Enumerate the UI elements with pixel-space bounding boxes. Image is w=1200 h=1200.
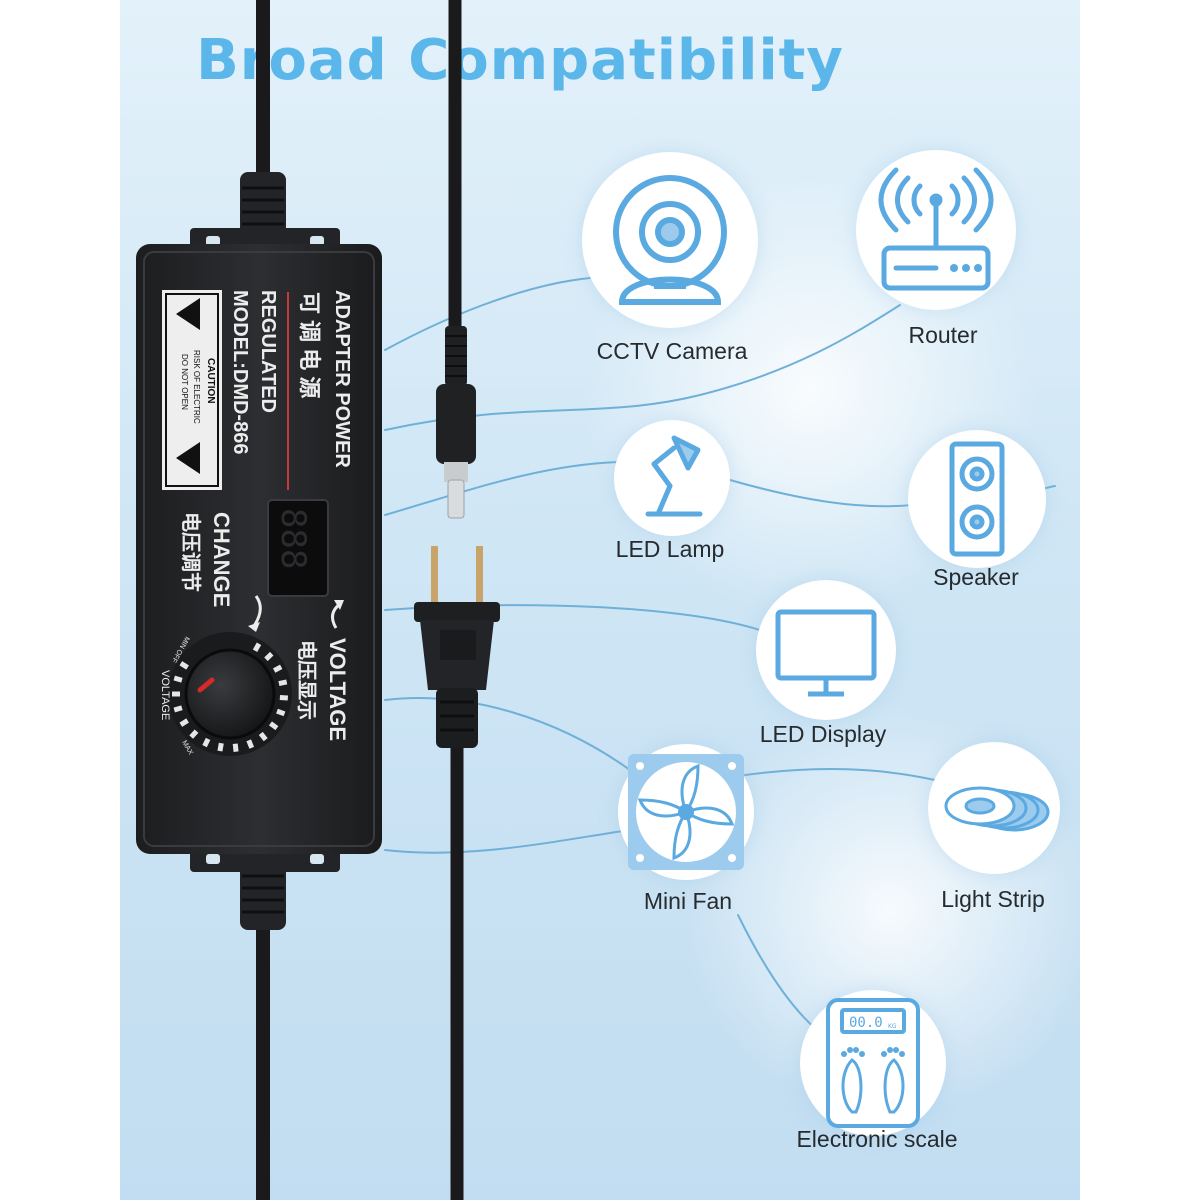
dial-tick [278,679,288,687]
connector-line [729,479,913,508]
voltage-display-cn-text: 电压显示 [295,640,318,720]
led-readout-window [267,499,329,597]
dial-tick [202,737,211,748]
adjustable-power-cn-text: 可 调 电 源 [297,292,322,398]
dial-ticks [172,642,289,752]
speaker-circle [908,430,1046,568]
change-text: CHANGE [209,512,234,607]
cctv-camera-circle [582,152,758,328]
router-circle [856,150,1016,310]
fan-icon [628,754,744,870]
arrow-icon [252,595,262,627]
device-label: Router [908,322,978,348]
dial-tick [264,651,274,662]
model-text: MODEL:DMD-866 [229,290,251,454]
device-label: Electronic scale [796,1126,958,1152]
dc-barrel-plug [436,326,476,519]
speaker-icon [949,441,1005,557]
dial-tick [179,718,189,727]
led-lamp-circle [614,420,730,536]
desk-lamp-icon [645,435,703,517]
device-label: LED Display [759,721,887,747]
monitor-icon [775,609,877,697]
knob-indicator [197,677,215,693]
dial-tick [279,694,289,701]
connector-line [384,697,631,771]
light-strip-circle [928,742,1060,874]
knob-voltage-label: VOLTAGE [159,670,171,720]
scale-unit: KG [888,1023,897,1030]
regulated-text: REGULATED [257,290,279,413]
adapter-power-text: ADAPTER POWER [331,290,353,468]
led-readout-digits: 888 [273,508,313,569]
dial-tick [246,739,255,749]
dial-tick [217,742,224,752]
dial-tick [252,642,262,652]
change-cn-text: 电压调节 [179,512,203,592]
dial-tick [173,675,183,683]
scale-icon: 00.0 KG [826,998,920,1128]
router-icon [878,167,994,291]
electronic-scale-circle: 00.0 KG [800,990,946,1136]
voltage-knob[interactable] [184,648,276,740]
connector-line [384,461,619,516]
dial-tick [232,743,239,752]
dial-tick [276,708,286,717]
device-label: Speaker [933,564,1019,590]
device-label: CCTV Camera [596,338,748,364]
led-display-circle [756,580,896,720]
do-not-open-text: DO NOT OPEN [180,354,189,410]
page-title: Broad Compatibility [196,28,844,93]
connector-line [384,304,901,431]
dial-tick [272,664,283,673]
device-label: LED Lamp [615,536,725,562]
light-strip-icon [944,786,1050,832]
device-label: Mini Fan [643,888,733,914]
dial-tick [258,731,268,742]
dial-tick [173,705,183,713]
connector-line [384,277,591,351]
cctv-camera-icon [613,175,727,305]
scale-readout: 00.0 [849,1015,883,1031]
caution-text: CAUTION [205,358,216,404]
risk-text: RISK OF ELECTRIC [192,350,201,424]
connector-line [384,829,631,854]
warning-triangle-icon [176,298,200,474]
dial-tick [268,721,279,731]
mini-fan-circle [618,744,754,880]
connector-line [744,767,936,781]
dial-tick [189,729,199,739]
dial-tick [179,661,189,670]
ac-wall-plug [414,546,500,748]
device-label: Light Strip [941,886,1045,912]
voltage-text: VOLTAGE [325,638,350,741]
